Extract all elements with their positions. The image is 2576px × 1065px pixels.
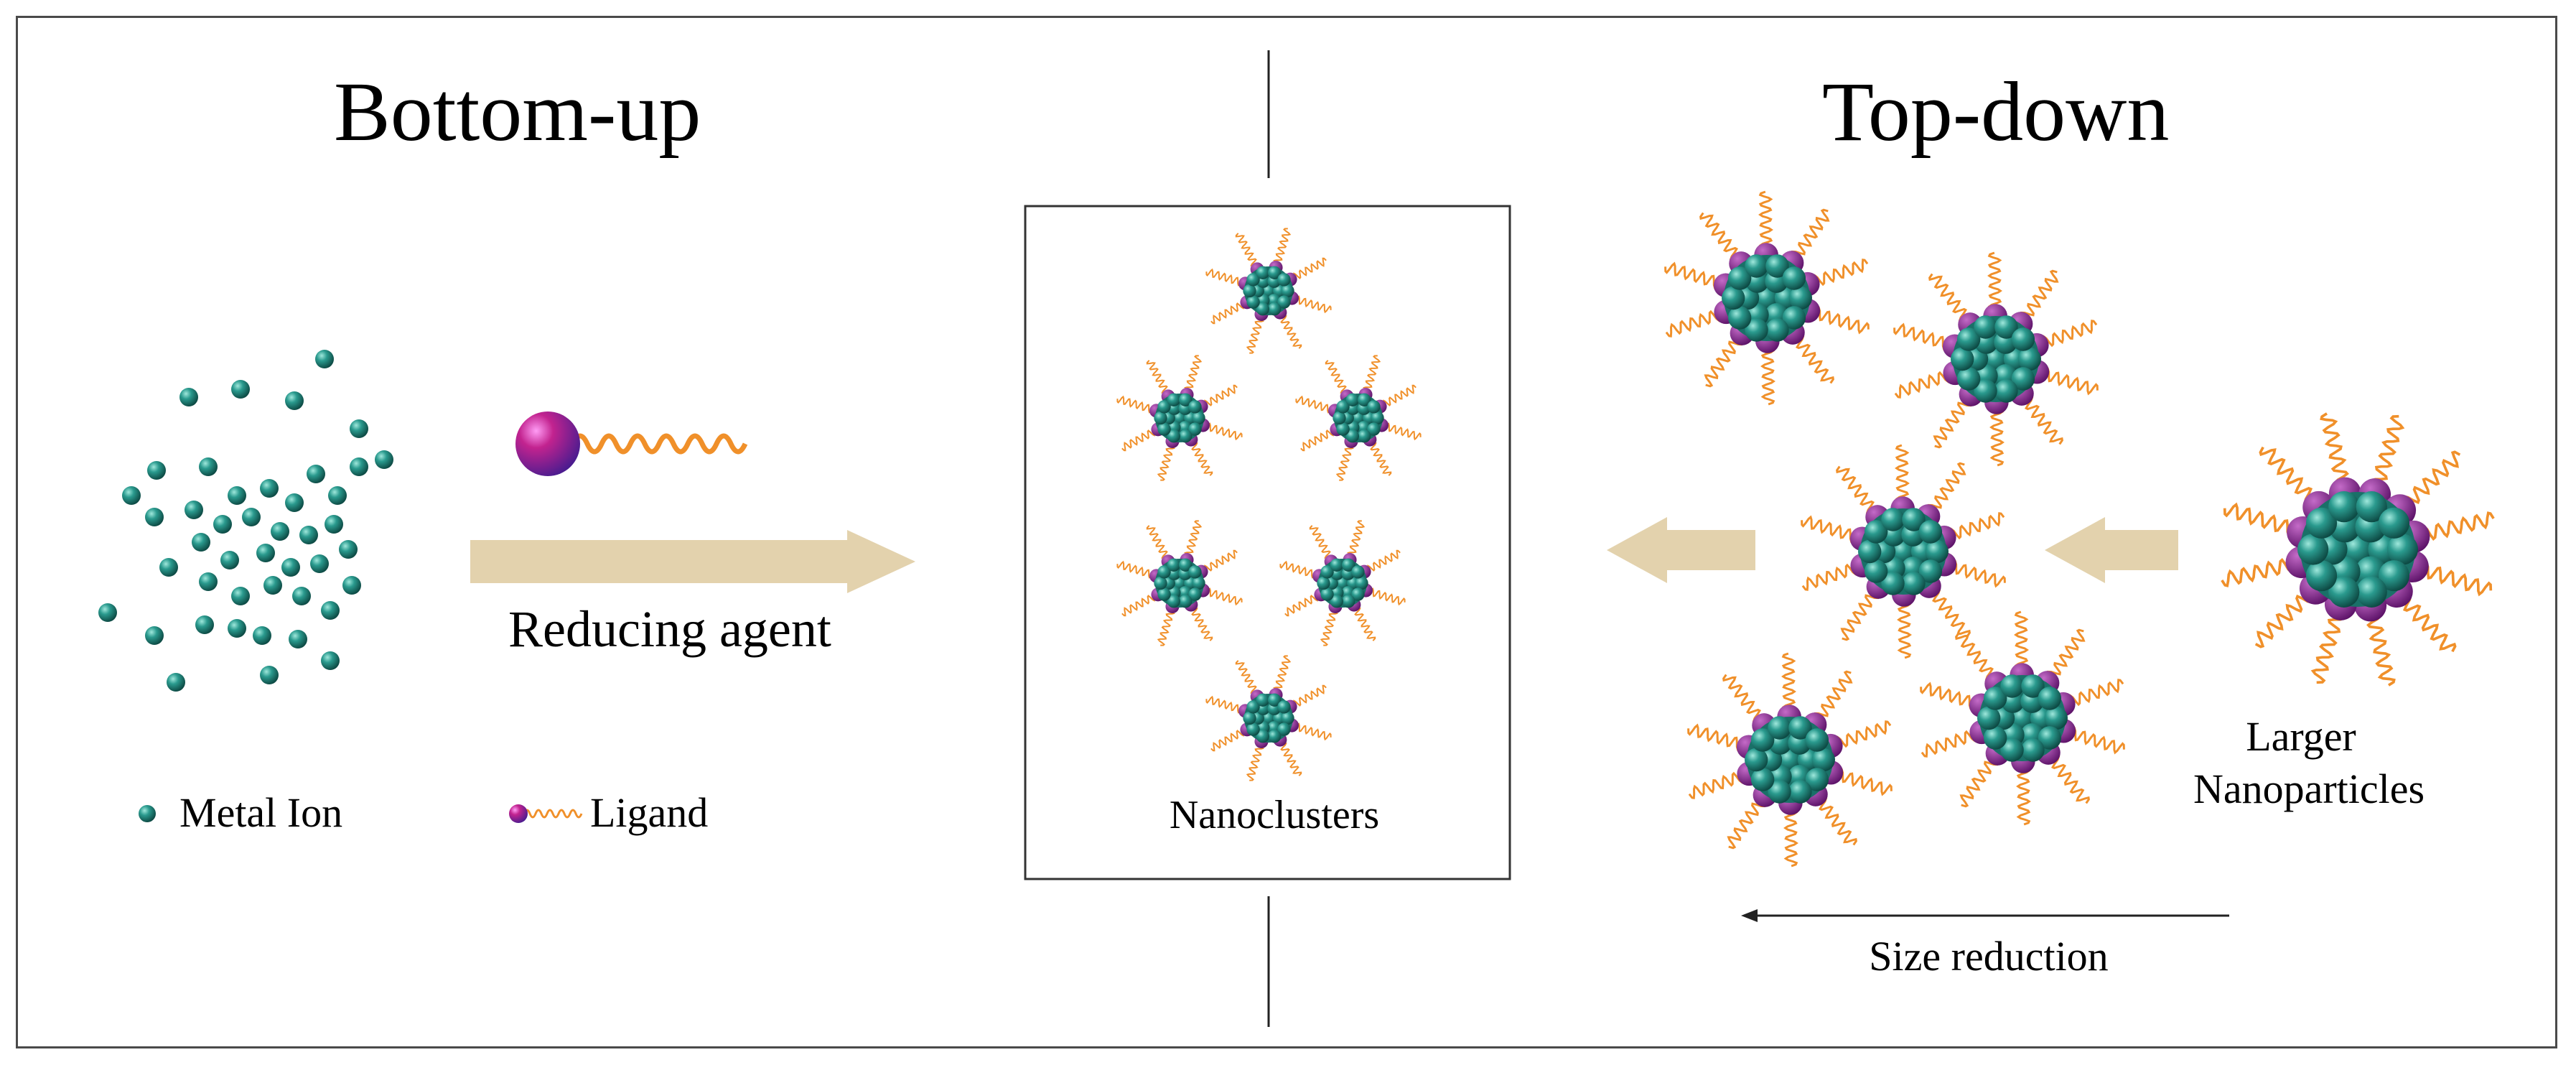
nanocluster [1205,228,1332,354]
metal-ion [192,533,210,552]
process-arrow-right [2045,517,2178,583]
bottom-up-title: Bottom-up [334,65,701,159]
metal-ion [342,576,361,595]
nanocluster [1920,610,2125,826]
metal-ion [159,558,178,577]
metal-ion [185,501,203,519]
metal-ion [220,551,239,569]
metal-ion [299,526,318,544]
metal-ion [289,630,307,648]
metal-ion [315,350,334,368]
metal-ion-legend-label: Metal Ion [179,789,343,836]
metal-ions-cloud [98,350,393,692]
metal-ion-legend-icon [139,805,156,822]
metal-ion [285,493,304,512]
metal-ion [179,388,198,406]
nanocluster [1801,444,2006,659]
metal-ion [328,486,347,505]
metal-ion [350,457,368,476]
nanocluster [1116,520,1243,646]
metal-ion [147,461,166,480]
metal-ion [310,554,329,573]
nanoclusters-box [1024,205,1511,880]
nanocluster [1295,355,1422,481]
nanocluster [1664,190,1870,406]
metal-ion [350,419,368,438]
nanoclusters-group [1116,228,1422,781]
metal-ion [199,457,218,476]
metal-ion [256,544,275,562]
nanocluster [1687,652,1893,868]
metal-ion [195,615,214,634]
ligand-illustration [515,411,748,476]
metal-ion [285,391,304,410]
metal-ion [260,479,279,498]
reducing-agent-label: Reducing agent [508,600,831,658]
metal-ion [281,558,300,577]
metal-ion [263,576,282,595]
metal-ion [145,626,164,645]
metal-ion [199,572,218,591]
metal-ion [321,651,340,670]
metal-ion [145,508,164,526]
metal-ion [242,508,261,526]
process-arrow-left [1607,517,1755,583]
ligand-legend-icon [509,804,583,823]
metal-ion [325,515,343,534]
metal-ion [253,626,271,645]
metal-ion [271,522,289,541]
metal-ion [167,673,185,692]
metal-ion [228,619,246,638]
figure-frame [16,16,2557,1048]
metal-ion [375,450,393,469]
nanoclusters-label: Nanoclusters [1169,793,1380,837]
metal-ion [231,587,250,605]
nanocluster [2221,412,2495,687]
nanoparticles-group [1664,190,2495,868]
metal-ion [339,540,358,559]
size-reduction-label: Size reduction [1869,933,2109,980]
metal-ion [231,380,250,399]
metal-ion [122,486,141,505]
metal-ion [292,587,311,605]
top-down-title: Top-down [1822,65,2170,159]
nanocluster [1893,251,2099,467]
metal-ion [260,666,279,684]
nanocluster [1205,655,1332,781]
reducing-agent-arrow [470,530,915,593]
nanocluster [1116,355,1243,481]
metal-ion [228,486,246,505]
size-reduction-arrow [1741,909,2229,922]
metal-ion [321,601,340,620]
larger-nanoparticles-label: Larger Nanoparticles [2193,713,2425,812]
metal-ion [213,515,232,534]
metal-ion [307,465,325,483]
ligand-legend-label: Ligand [590,789,709,836]
nanocluster [1279,520,1406,646]
metal-ion [98,603,117,622]
